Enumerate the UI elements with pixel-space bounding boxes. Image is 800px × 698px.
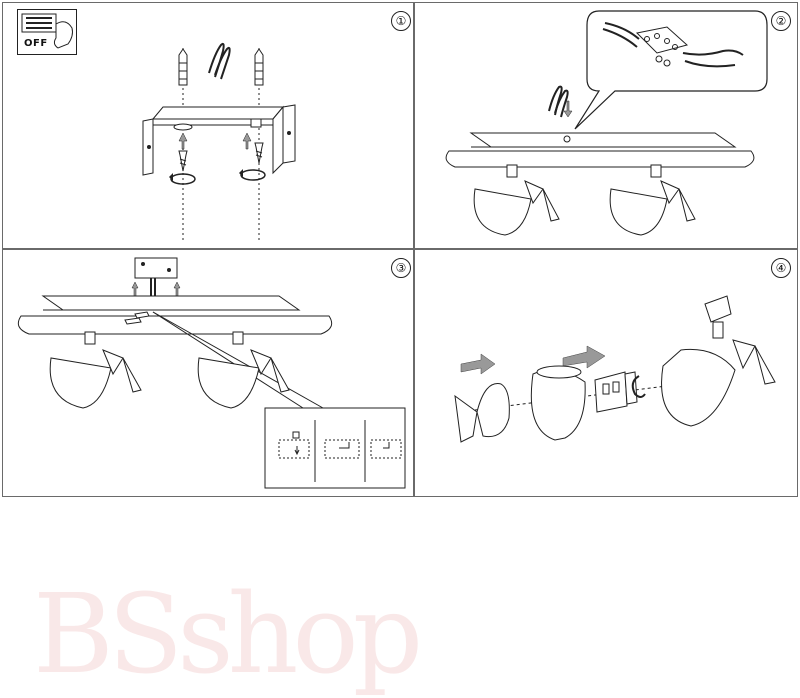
spotlight-right <box>198 332 289 408</box>
step-2-illustration <box>415 3 799 250</box>
insert-arrow-large <box>563 346 605 368</box>
wall-plug-right <box>255 49 263 85</box>
spotlight-left <box>474 165 559 235</box>
wall-plug-left <box>179 49 187 85</box>
spotlight-body <box>662 296 775 426</box>
spotlight-left <box>50 332 141 408</box>
step-1-illustration <box>3 3 415 250</box>
mounting-bracket <box>143 105 295 175</box>
step-4-illustration <box>415 250 799 498</box>
screw-left <box>179 151 187 171</box>
rotate-arrow-left <box>169 173 195 184</box>
screw-right <box>255 143 263 163</box>
up-arrow-left <box>179 133 187 149</box>
gu10-bulb <box>595 372 637 412</box>
ceiling-plate <box>18 296 331 334</box>
up-arrow-right <box>243 133 251 149</box>
step-3-illustration <box>3 250 415 498</box>
step-3-panel: ③ BSshop <box>2 249 414 497</box>
rotate-arrow-right <box>239 169 265 180</box>
step-4-panel: ④ <box>414 249 798 497</box>
step-1-panel: OFF ① <box>2 2 414 249</box>
mains-wires-icon <box>209 44 230 79</box>
glass-cover <box>455 384 509 442</box>
insert-arrow-small <box>461 354 495 374</box>
detail-inset <box>265 408 405 488</box>
reflector <box>531 366 585 440</box>
watermark: BSshop <box>33 570 417 698</box>
step-2-panel: ② <box>414 2 798 249</box>
mounting-bracket <box>132 258 180 302</box>
mains-wires-icon <box>549 87 572 117</box>
spotlight-right <box>610 165 695 235</box>
ceiling-plate <box>446 133 754 167</box>
